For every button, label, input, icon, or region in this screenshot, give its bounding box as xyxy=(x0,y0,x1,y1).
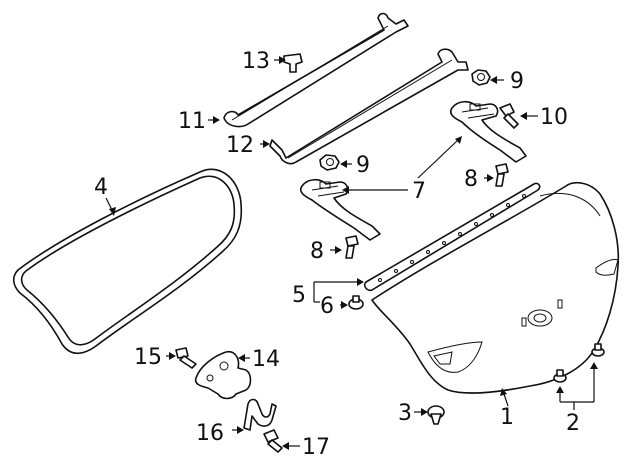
rod-clip xyxy=(283,53,303,73)
bracket-16 xyxy=(243,398,277,431)
callout-2: 2 xyxy=(566,411,580,436)
callout-4: 4 xyxy=(94,175,108,200)
callout-3: 3 xyxy=(398,401,412,426)
callout-9-left: 9 xyxy=(356,153,370,178)
bolt-17 xyxy=(263,429,283,453)
torsion-rod-upper xyxy=(223,12,409,128)
trunk-latch xyxy=(194,350,252,400)
callout-5: 5 xyxy=(292,283,306,308)
callout-12: 12 xyxy=(226,133,254,158)
callout-labels: 13 11 12 9 10 9 7 8 4 8 5 6 15 14 3 1 2 … xyxy=(94,49,580,460)
callout-8-right: 8 xyxy=(464,167,478,192)
callout-7: 7 xyxy=(412,179,426,204)
torsion-rod-lower xyxy=(269,48,469,165)
callout-11: 11 xyxy=(178,109,206,134)
molding-strip xyxy=(363,182,541,292)
bumper-stop-right xyxy=(591,343,605,357)
callout-15: 15 xyxy=(134,345,162,370)
plug-3 xyxy=(427,405,445,425)
bolt-right xyxy=(495,163,509,187)
callout-13: 13 xyxy=(242,49,270,74)
nut-upper-right xyxy=(471,69,491,86)
callout-10: 10 xyxy=(540,105,568,130)
hinge-right xyxy=(449,100,527,163)
clip-6 xyxy=(348,295,364,310)
weatherstrip-seal xyxy=(12,168,243,355)
callout-1: 1 xyxy=(500,405,514,430)
bolt-upper-right xyxy=(499,103,519,129)
nut-left xyxy=(319,154,340,171)
bolt-left xyxy=(345,235,359,259)
callout-6: 6 xyxy=(320,294,334,319)
callout-16: 16 xyxy=(196,421,224,446)
callout-17: 17 xyxy=(302,435,330,460)
bumper-stop-left xyxy=(553,369,567,383)
callout-8-left: 8 xyxy=(310,239,324,264)
callout-14: 14 xyxy=(252,347,280,372)
trunk-lid-panel xyxy=(371,181,620,394)
bolt-15 xyxy=(175,347,197,369)
hinge-left xyxy=(299,178,381,241)
callout-9-upper: 9 xyxy=(510,69,524,94)
leader-lines xyxy=(105,56,598,450)
